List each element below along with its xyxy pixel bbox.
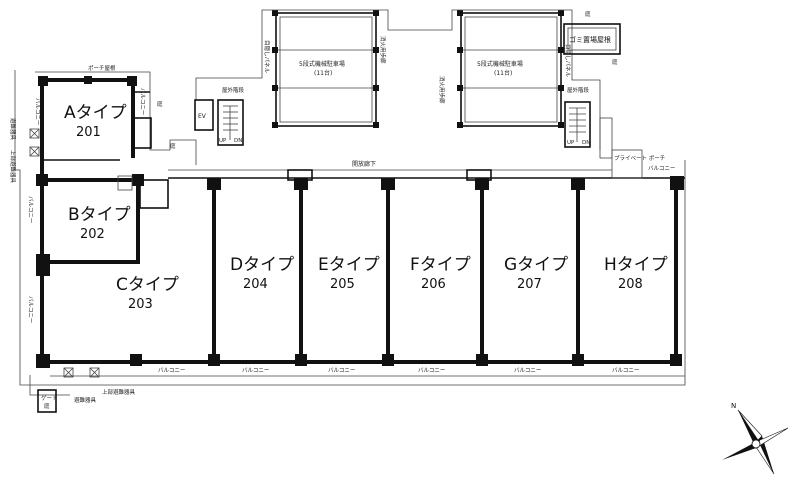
unit-h-number: 208 <box>618 277 643 292</box>
upper-evacuation-device-label-bottom: 上部避難器具 <box>102 388 136 396</box>
stairs-right-up: UP <box>567 140 575 146</box>
porch-roof-label: ポーチ屋根 <box>88 64 116 72</box>
garden-right-2: 庭 <box>612 58 618 66</box>
evacuation-device-label-left: 避難器具 <box>9 118 17 141</box>
unit-f-number: 206 <box>421 277 446 292</box>
balcony-c: バルコニー <box>27 296 34 323</box>
garden-a: 庭 <box>157 100 163 108</box>
parking-left <box>272 10 379 128</box>
unit-c-walls <box>36 180 214 368</box>
unit-g-number: 207 <box>517 277 542 292</box>
balcony-h-right: バルコニー <box>648 165 675 172</box>
open-corridor-label: 開放廊下 <box>352 160 376 168</box>
unit-b-type: Bタイプ <box>68 205 131 225</box>
unit-f-type: Fタイプ <box>410 255 471 275</box>
private-porch-label: プライベート ポーチ <box>614 155 665 162</box>
unit-a-number: 201 <box>76 125 101 140</box>
unit-a-walls <box>38 76 152 180</box>
stair-right <box>564 101 643 179</box>
balcony-a-left: バルコニー <box>34 98 41 125</box>
stairs-left-up: UP <box>219 138 227 144</box>
balcony-d-bottom: バルコニー <box>242 367 269 374</box>
unit-d-number: 204 <box>243 277 268 292</box>
garbage-roof <box>563 23 621 55</box>
balcony-b: バルコニー <box>27 196 34 223</box>
evacuation-device-bottom <box>37 367 100 413</box>
balcony-e-bottom: バルコニー <box>328 367 355 374</box>
stairs-left-dn: DN <box>234 138 242 144</box>
evacuation-device-left <box>29 128 40 157</box>
garden-corridor: 庭 <box>170 142 176 150</box>
parking-right-count: (11台) <box>494 69 512 77</box>
balcony-f-bottom: バルコニー <box>418 367 445 374</box>
north-arrow-icon <box>722 409 789 475</box>
gate-label: ゲート <box>41 394 58 402</box>
fire-walkway-left: 消火用歩廊 <box>379 36 387 64</box>
unit-h-type: Hタイプ <box>604 255 668 275</box>
garden-top-right: 庭 <box>585 10 591 18</box>
fence-panel-right: 目隠しパネル <box>564 44 572 78</box>
parking-right <box>457 10 564 128</box>
unit-a-type: Aタイプ <box>64 103 127 123</box>
ev-label: EV <box>198 113 207 120</box>
unit-partitions <box>207 169 684 366</box>
outdoor-stairs-right-label: 屋外階段 <box>567 86 590 94</box>
outdoor-stairs-left-label: 屋外階段 <box>222 86 245 94</box>
fire-walkway-right: 消火用歩廊 <box>438 76 446 104</box>
balcony-c-bottom: バルコニー <box>158 367 185 374</box>
unit-b-walls <box>36 174 169 264</box>
parking-left-count: (11台) <box>314 69 332 77</box>
unit-b-number: 202 <box>80 227 105 242</box>
unit-d-type: Dタイプ <box>230 255 294 275</box>
unit-e-type: Eタイプ <box>318 255 380 275</box>
upper-evacuation-device-label-left: 上部避難器具 <box>9 150 17 184</box>
evacuation-device-label-bottom: 避難器具 <box>74 396 97 404</box>
unit-c-type: Cタイプ <box>116 275 179 295</box>
parking-left-label: 5段式機械駐車場 <box>299 60 345 68</box>
unit-g-type: Gタイプ <box>504 255 568 275</box>
garbage-roof-label: ゴミ置場屋根 <box>569 35 611 44</box>
balcony-h-bottom: バルコニー <box>612 367 639 374</box>
north-label: N <box>731 402 736 410</box>
unit-c-number: 203 <box>128 297 153 312</box>
stairs-right-dn: DN <box>582 140 590 146</box>
fence-panel-left: 目隠しパネル <box>263 40 271 74</box>
gate-garden-label: 庭 <box>44 402 50 410</box>
parking-right-label: 5段式機械駐車場 <box>477 60 523 68</box>
balcony-g-bottom: バルコニー <box>514 367 541 374</box>
balcony-a-right: バルコニー <box>139 88 146 115</box>
unit-e-number: 205 <box>330 277 355 292</box>
ev-stair-left <box>194 99 244 146</box>
